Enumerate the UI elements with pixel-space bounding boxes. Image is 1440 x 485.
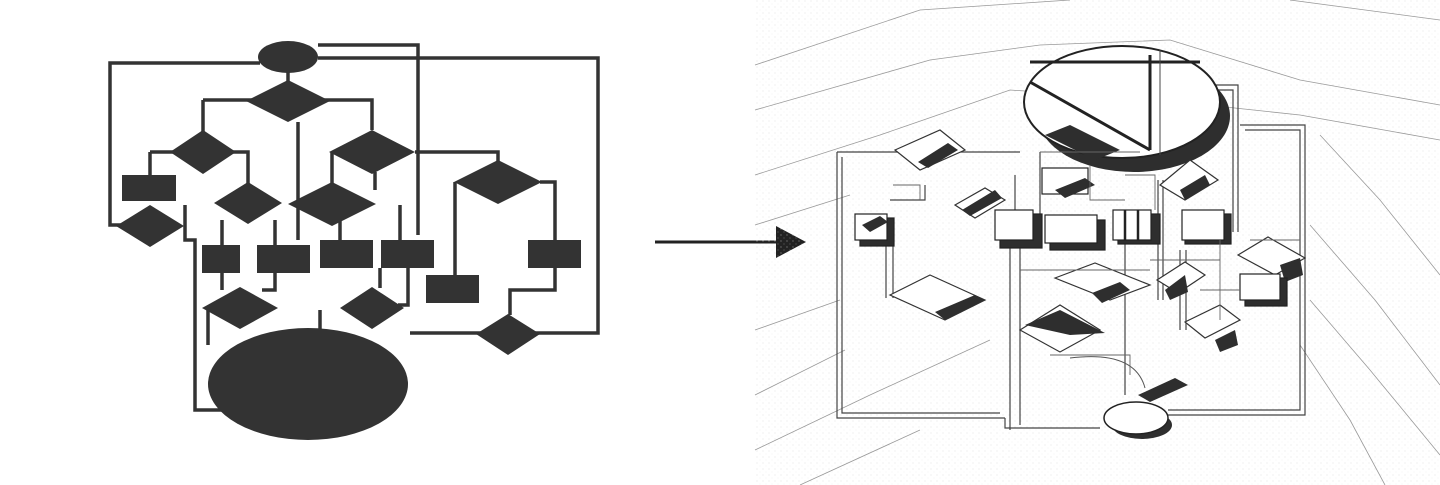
- process-box-6: [426, 275, 479, 303]
- connector-left-return: [183, 225, 222, 412]
- decision-diamond-6: [288, 182, 376, 226]
- process-box-5: [528, 240, 581, 268]
- plan-partitions: [893, 151, 1300, 375]
- axonometric-plan: [754, 0, 1440, 485]
- decision-diamond-10: [476, 314, 540, 355]
- start-ellipse: [258, 41, 318, 73]
- process-box-left: [122, 175, 176, 201]
- plan-block-rooms: [854, 167, 1288, 307]
- flowchart-diagram: [108, 41, 600, 440]
- end-ellipse: [208, 328, 408, 440]
- decision-diamond-3: [329, 130, 415, 174]
- decision-diamond-8: [202, 287, 278, 329]
- process-box-1: [202, 245, 240, 273]
- decision-diamond-1: [246, 80, 330, 122]
- flowchart-shapes: [116, 41, 581, 440]
- plan-room-top-oval: [1023, 45, 1230, 172]
- connector-d3-right: [415, 150, 500, 165]
- process-box-3: [320, 240, 373, 268]
- connector-box4-down: [398, 268, 410, 307]
- plan-diamond-rooms: [888, 129, 1307, 353]
- connector-box2-down: [262, 273, 277, 292]
- plan-room-bottom-oval: [1069, 356, 1188, 439]
- decision-diamond-7: [454, 160, 542, 204]
- decision-diamond-5: [214, 182, 282, 224]
- process-box-2: [257, 245, 310, 273]
- connector-d6-right: [540, 180, 557, 240]
- decision-diamond-4: [116, 205, 184, 247]
- connector-box6-down: [508, 268, 557, 315]
- terrain-contours: [754, 0, 1440, 485]
- decision-diamond-9: [340, 287, 404, 329]
- process-box-4: [381, 240, 434, 268]
- connector-top-right: [318, 43, 420, 235]
- decision-diamond-2: [170, 130, 236, 174]
